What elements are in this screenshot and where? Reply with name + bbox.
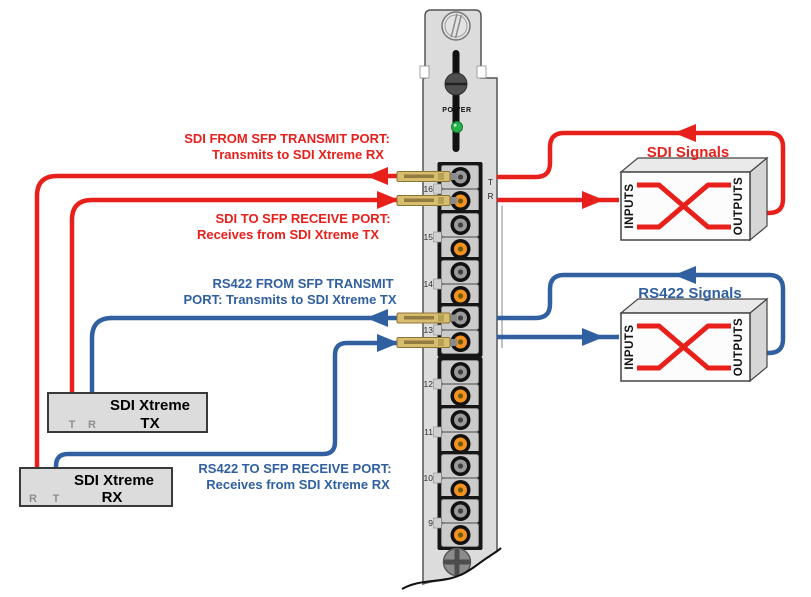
rs422-to-annotation-line1: RS422 TO SFP RECEIVE PORT:	[198, 461, 391, 476]
transmit-port	[441, 306, 479, 330]
power-led	[451, 121, 463, 133]
port-pair: 14	[424, 257, 483, 311]
sdi-signals-title: SDI Signals	[647, 144, 730, 161]
sdi-outputs-label: OUTPUTS	[733, 177, 745, 235]
rs422-fiber-transmit-wire	[89, 315, 398, 395]
rs422-signals-title: RS422 Signals	[638, 285, 741, 302]
wires	[34, 124, 786, 470]
card-receive-label: R	[488, 192, 494, 201]
rx-terminal-r: R	[29, 493, 37, 505]
fiber-cables	[396, 171, 457, 348]
tx-terminal-r: R	[88, 419, 96, 431]
port-pair: 12	[424, 357, 483, 411]
arrow-rs422-transmit-left	[366, 309, 388, 327]
transmit-port	[441, 360, 479, 384]
arrow-sdi-outputs-return	[674, 124, 696, 142]
port-column: 16 15 14 13 12 11 10 9	[424, 162, 483, 550]
port-number: 9	[428, 518, 433, 528]
transmit-port	[441, 165, 479, 189]
rs422-crossover-line-2	[637, 323, 731, 371]
port-pair: 10	[424, 451, 483, 505]
sdi-fiber-receive-wire	[69, 197, 398, 395]
sdi-signals-box: INPUTS OUTPUTS SDI Signals	[619, 144, 769, 242]
receive-port	[441, 432, 479, 456]
sdi-xtreme-rx-box: SDI Xtreme RX R T	[19, 467, 173, 507]
sdi-xtreme-tx-box: SDI Xtreme TX T R	[47, 392, 208, 433]
fiber-cable	[396, 337, 457, 348]
receive-port	[441, 384, 479, 408]
tx-box-type: TX	[140, 415, 159, 432]
rs422-from-annotation-line2: PORT: Transmits to SDI Xtreme TX	[183, 292, 396, 307]
port-number: 15	[424, 232, 434, 242]
port-number: 11	[424, 427, 433, 437]
break-squiggle	[401, 547, 502, 590]
port-number: 12	[424, 379, 434, 389]
port-number: 13	[424, 325, 434, 335]
receive-port	[441, 284, 479, 308]
port-pair: 9	[428, 496, 483, 550]
rx-box-name: SDI Xtreme	[74, 472, 154, 489]
port-pair: 11	[424, 405, 483, 459]
port-pair: 15	[424, 210, 483, 264]
rx-terminal-t: T	[53, 493, 60, 505]
transmit-port	[441, 213, 479, 237]
tx-box-name: SDI Xtreme	[110, 397, 190, 414]
arrow-rs422-inputs	[582, 328, 604, 346]
top-screw	[441, 11, 471, 41]
sdi-from-annotation-line2: Transmits to SDI Xtreme RX	[212, 147, 384, 162]
rs422-inputs-label: INPUTS	[624, 324, 636, 369]
port-number: 10	[424, 473, 434, 483]
panel-notch-right	[476, 65, 487, 79]
sdi-from-outputs-wire	[497, 130, 786, 216]
panel-notch-left	[419, 65, 430, 79]
card-transmit-label: T	[488, 178, 493, 187]
fiber-cable	[396, 312, 457, 324]
sfp-card-panel: POWER T R 16 15 14 13 12 11 10 9	[401, 9, 503, 590]
transmit-port	[441, 499, 479, 523]
sdi-to-annotation-line2: Receives from SDI Xtreme TX	[197, 227, 379, 242]
arrow-sdi-inputs	[582, 191, 604, 209]
sdi-to-annotation-line1: SDI TO SFP RECEIVE PORT:	[215, 211, 390, 226]
fiber-cable	[396, 171, 457, 182]
fiber-cable	[396, 195, 457, 206]
sdi-fiber-transmit-wire	[34, 173, 398, 470]
tx-terminal-t: T	[69, 419, 76, 431]
transmit-port	[441, 260, 479, 284]
receive-port	[441, 523, 479, 547]
receive-port	[441, 330, 479, 354]
port-number: 16	[424, 184, 434, 194]
power-label: POWER	[442, 107, 471, 114]
rs422-fiber-receive-wire	[53, 340, 398, 470]
rs422-to-annotation-line2: Receives from SDI Xtreme RX	[206, 477, 390, 492]
sdi-inputs-label: INPUTS	[624, 183, 636, 228]
annotations: SDI FROM SFP TRANSMIT PORT: Transmits to…	[183, 131, 396, 492]
bottom-screw	[442, 547, 472, 577]
rs422-outputs-label: OUTPUTS	[733, 318, 745, 376]
arrow-rs422-outputs-return	[674, 266, 696, 284]
port-number: 14	[424, 279, 434, 289]
sdi-crossover-line-2	[637, 182, 731, 230]
transmit-port	[441, 454, 479, 478]
sdi-from-annotation-line1: SDI FROM SFP TRANSMIT PORT:	[184, 131, 390, 146]
rs422-signals-box: INPUTS OUTPUTS RS422 Signals	[619, 285, 769, 383]
arrow-rs422-receive-right	[377, 334, 399, 352]
rs422-from-outputs-wire	[497, 272, 786, 356]
rs422-from-annotation-line1: RS422 FROM SFP TRANSMIT	[212, 276, 393, 291]
arrow-sdi-transmit-left	[366, 167, 388, 185]
rx-box-type: RX	[102, 489, 123, 506]
arrow-sdi-receive-right	[377, 191, 399, 209]
transmit-port	[441, 408, 479, 432]
